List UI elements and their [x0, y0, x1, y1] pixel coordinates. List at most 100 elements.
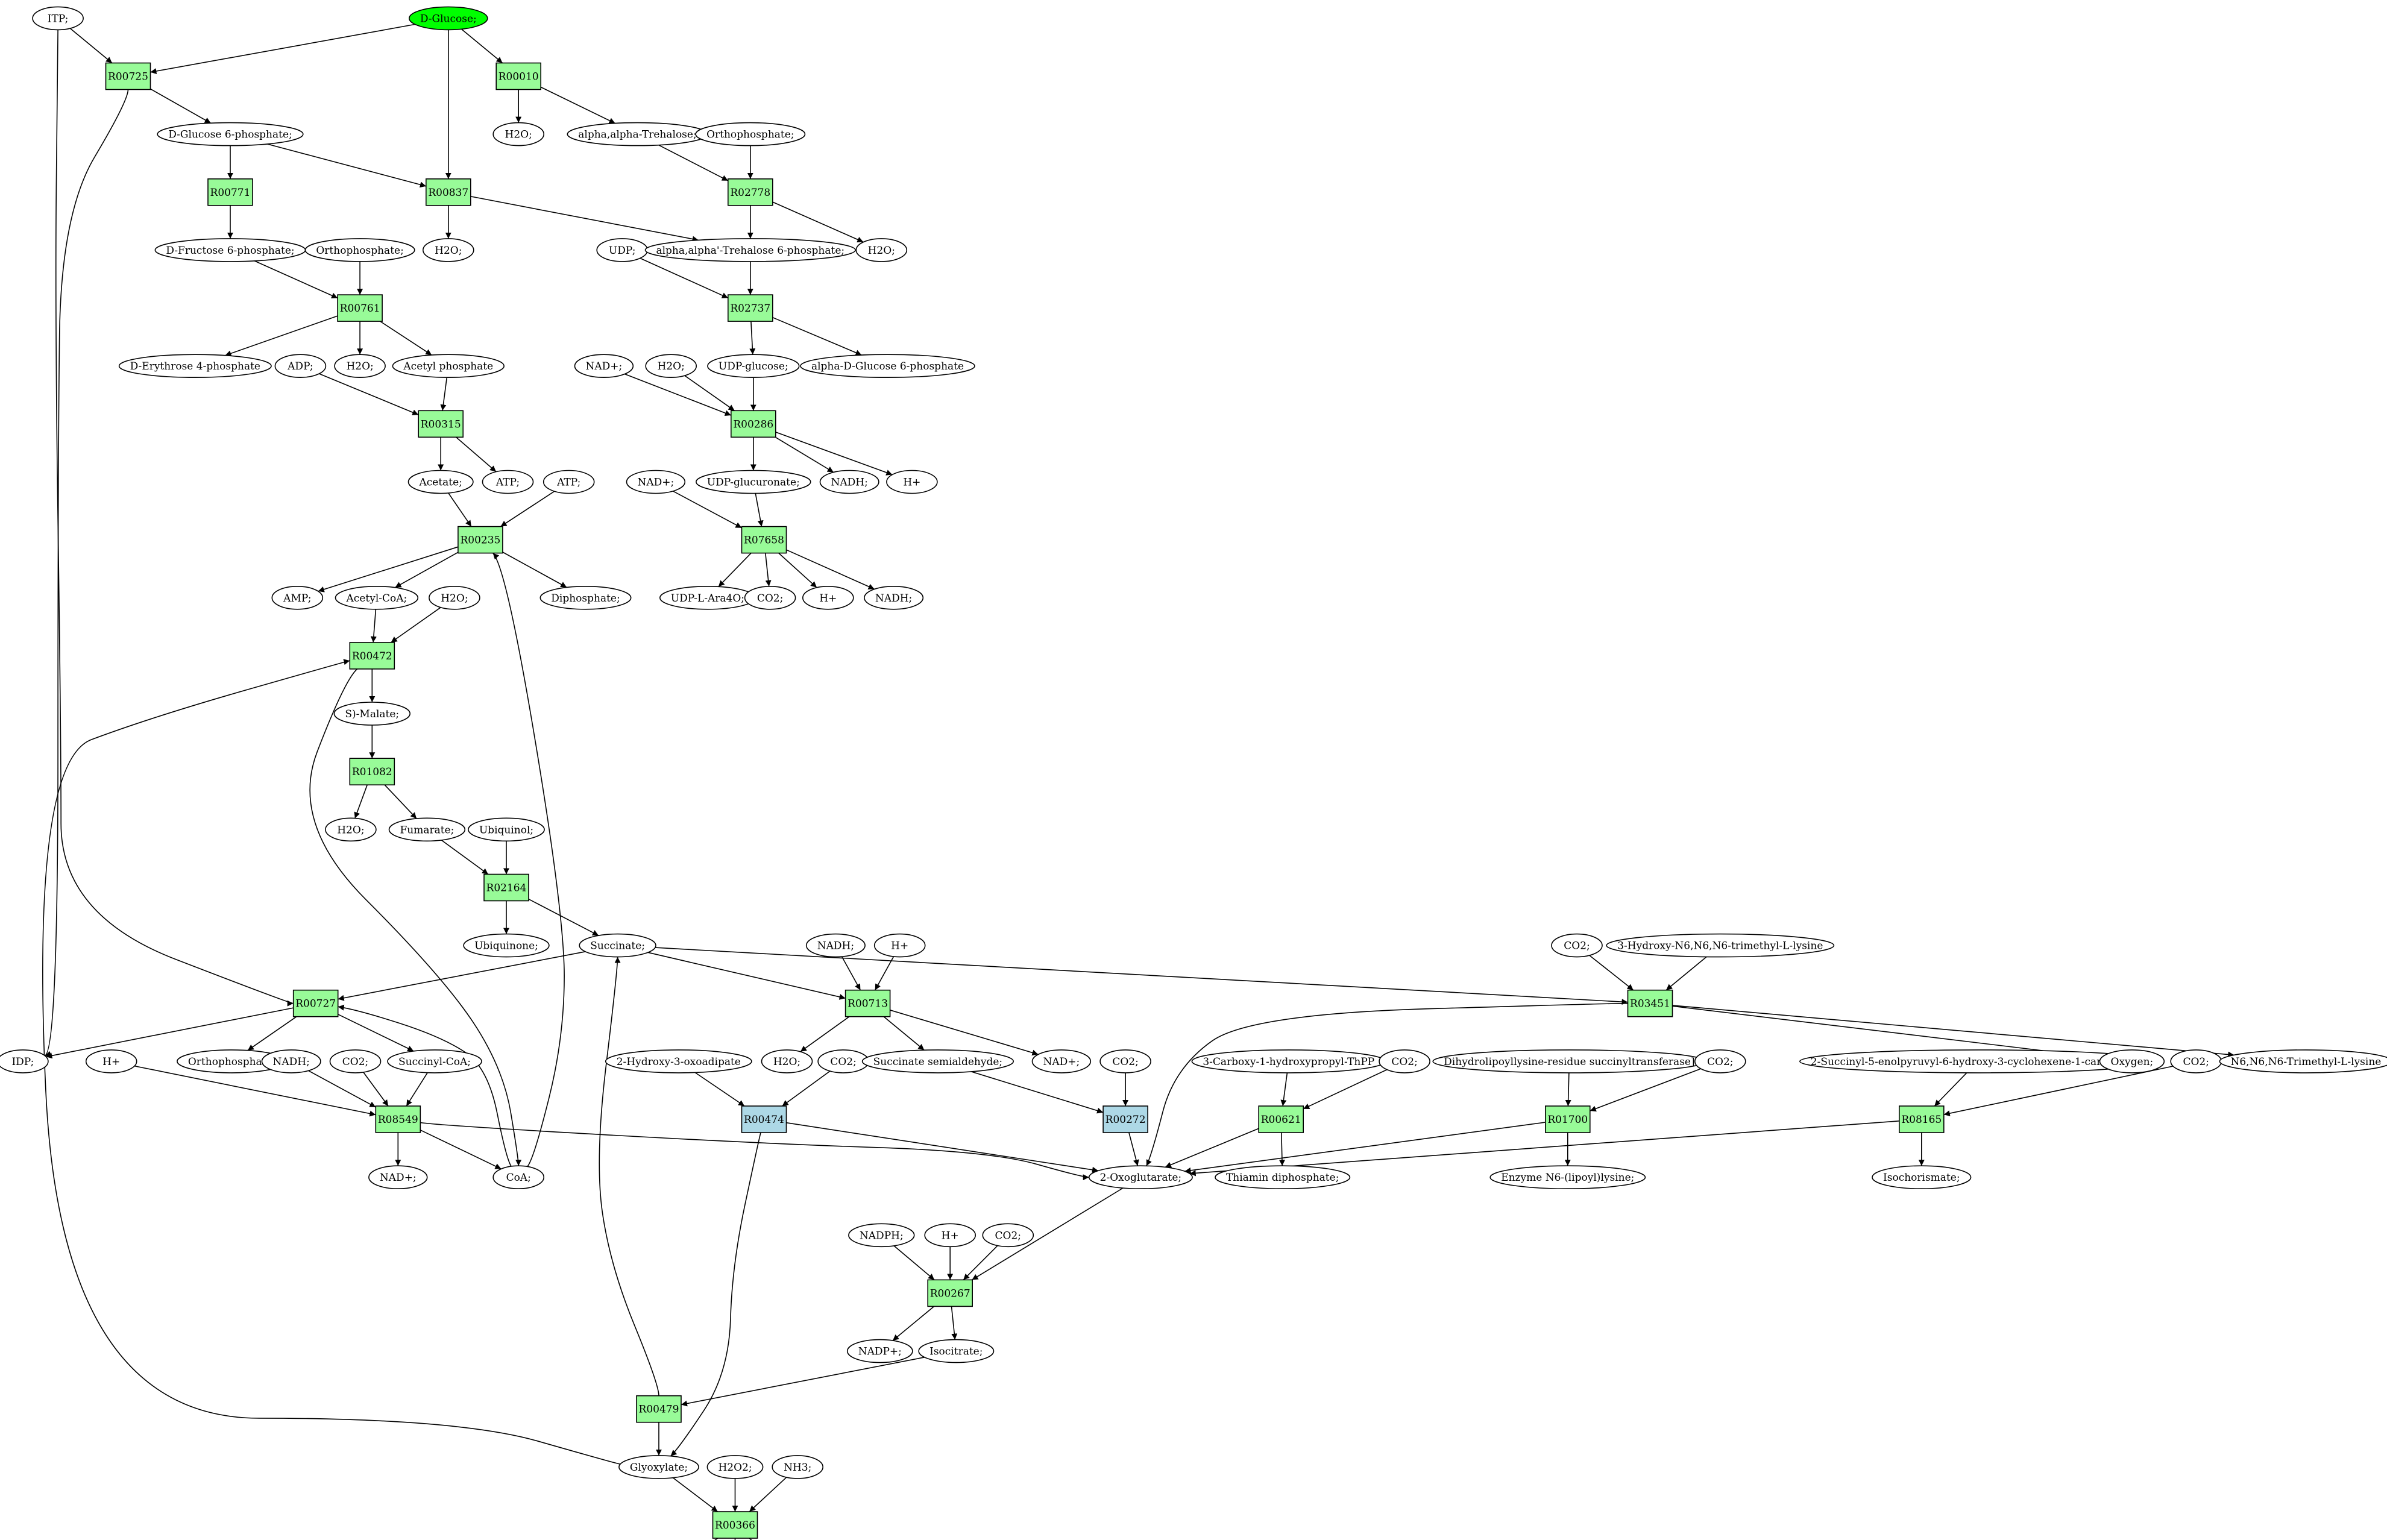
metabolite-node-h2o_5[interactable]: H2O; — [645, 354, 697, 379]
reaction-node-r00771[interactable]: R00771 — [207, 178, 253, 206]
reaction-node-r00837[interactable]: R00837 — [425, 178, 471, 206]
reaction-node-r07658[interactable]: R07658 — [741, 526, 787, 554]
reaction-node-r08165[interactable]: R08165 — [1899, 1105, 1945, 1133]
metabolite-node-oxygen_1[interactable]: Oxygen; — [2099, 1049, 2165, 1073]
metabolite-node-nh3[interactable]: NH3; — [772, 1455, 823, 1479]
metabolite-node-hplus_3[interactable]: H+ — [873, 933, 926, 958]
metabolite-node-t6p[interactable]: alpha,alpha'-Trehalose 6-phosphate; — [644, 238, 856, 262]
metabolite-node-h2o_8[interactable]: H2O; — [761, 1049, 813, 1073]
reaction-node-r02164[interactable]: R02164 — [483, 873, 529, 902]
metabolite-node-diphosphate[interactable]: Diphosphate; — [539, 585, 632, 610]
metabolite-node-co2_9[interactable]: CO2; — [982, 1223, 1034, 1248]
metabolite-node-adp[interactable]: ADP; — [274, 354, 327, 379]
metabolite-node-hplus_5[interactable]: H+ — [924, 1223, 976, 1248]
metabolite-node-g6p[interactable]: D-Glucose 6-phosphate; — [157, 122, 304, 146]
metabolite-node-orthophosphate_2[interactable]: Orthophosphate; — [304, 238, 415, 262]
reaction-node-r00267[interactable]: R00267 — [927, 1279, 973, 1307]
reaction-node-r01082[interactable]: R01082 — [349, 758, 395, 785]
metabolite-node-ubiquinol[interactable]: Ubiquinol; — [468, 817, 545, 842]
metabolite-node-trehalose[interactable]: alpha,alpha-Trehalose; — [567, 122, 708, 146]
reaction-node-r00479[interactable]: R00479 — [636, 1395, 682, 1423]
metabolite-node-h2o_3[interactable]: H2O; — [855, 238, 908, 262]
metabolite-node-h2o2[interactable]: H2O2; — [706, 1455, 764, 1479]
metabolite-node-acetylp[interactable]: Acetyl phosphate — [392, 354, 505, 379]
metabolite-node-h2o_2[interactable]: H2O; — [422, 238, 474, 262]
metabolite-node-h2o_7[interactable]: H2O; — [325, 817, 377, 842]
metabolite-node-idp[interactable]: IDP; — [0, 1049, 49, 1073]
metabolite-node-nadh_2[interactable]: NADH; — [864, 585, 924, 610]
reaction-node-r00761[interactable]: R00761 — [337, 294, 383, 322]
metabolite-node-dglucose[interactable]: D-Glucose; — [408, 6, 488, 31]
metabolite-node-itp[interactable]: ITP; — [32, 6, 84, 31]
metabolite-node-succsemi[interactable]: Succinate semialdehyde; — [861, 1049, 1014, 1073]
metabolite-node-glyoxylate[interactable]: Glyoxylate; — [618, 1455, 699, 1479]
metabolite-node-h2o_4[interactable]: H2O; — [334, 354, 386, 379]
metabolite-node-nadplus_3[interactable]: NAD+; — [1031, 1049, 1092, 1073]
metabolite-node-acetylcoa[interactable]: Acetyl-CoA; — [335, 585, 419, 610]
metabolite-node-adg6p[interactable]: alpha-D-Glucose 6-phosphate — [800, 354, 975, 379]
metabolite-node-hydroxytml[interactable]: 3-Hydroxy-N6,N6,N6-trimethyl-L-lysine — [1606, 933, 1835, 958]
metabolite-node-hydroxyoxoadipate[interactable]: 2-Hydroxy-3-oxoadipate — [605, 1049, 752, 1073]
metabolite-node-atp_1[interactable]: ATP; — [482, 470, 534, 494]
metabolite-node-udpara[interactable]: UDP-L-Ara4O; — [659, 585, 756, 610]
metabolite-node-amp[interactable]: AMP; — [271, 585, 324, 610]
metabolite-node-co2_1[interactable]: CO2; — [744, 585, 796, 610]
metabolite-node-co2_7[interactable]: CO2; — [1694, 1049, 1746, 1073]
metabolite-node-orthophosphate_1[interactable]: Orthophosphate; — [695, 122, 806, 146]
metabolite-node-udpglcu[interactable]: UDP-glucuronate; — [696, 470, 811, 494]
metabolite-node-acetate[interactable]: Acetate; — [407, 470, 474, 494]
metabolite-node-h2o_6[interactable]: H2O; — [429, 585, 480, 610]
reaction-node-r00272[interactable]: R00272 — [1102, 1105, 1148, 1133]
reaction-node-r08549[interactable]: R08549 — [375, 1105, 421, 1133]
metabolite-node-thiamin[interactable]: Thiamin diphosphate; — [1215, 1165, 1351, 1189]
metabolite-node-f6p[interactable]: D-Fructose 6-phosphate; — [154, 238, 306, 262]
metabolite-node-e4p[interactable]: D-Erythrose 4-phosphate — [118, 354, 272, 379]
reaction-node-r00366[interactable]: R00366 — [712, 1511, 758, 1539]
reaction-node-r00472[interactable]: R00472 — [349, 642, 395, 670]
metabolite-node-hplus_1[interactable]: H+ — [886, 470, 938, 494]
metabolite-node-succinate[interactable]: Succinate; — [579, 933, 656, 958]
metabolite-node-co2_2[interactable]: CO2; — [1551, 933, 1603, 958]
metabolite-node-nadph[interactable]: NADPH; — [848, 1223, 915, 1248]
reaction-node-r03451[interactable]: R03451 — [1627, 989, 1673, 1017]
reaction-node-r00235[interactable]: R00235 — [458, 526, 503, 554]
metabolite-node-tml[interactable]: N6,N6,N6-Trimethyl-L-lysine — [2219, 1049, 2387, 1073]
metabolite-node-carboxythpp[interactable]: 3-Carboxy-1-hydroxypropyl-ThPP — [1191, 1049, 1386, 1073]
metabolite-node-lipoyllysine[interactable]: Enzyme N6-(lipoyl)lysine; — [1489, 1165, 1646, 1189]
metabolite-node-co2_6[interactable]: CO2; — [1379, 1049, 1430, 1073]
reaction-node-r00010[interactable]: R00010 — [495, 62, 542, 90]
metabolite-node-isocitrate[interactable]: Isocitrate; — [918, 1339, 995, 1363]
metabolite-node-co2_3[interactable]: CO2; — [329, 1049, 382, 1073]
metabolite-node-nadh_4[interactable]: NADH; — [261, 1049, 321, 1073]
metabolite-node-dihydrolipoyl[interactable]: Dihydrolipoyllysine-residue succinyltran… — [1432, 1049, 1706, 1073]
reaction-node-r02737[interactable]: R02737 — [728, 294, 773, 322]
reaction-node-r00474[interactable]: R00474 — [741, 1105, 787, 1133]
reaction-node-r00621[interactable]: R00621 — [1258, 1105, 1304, 1133]
metabolite-node-nadplus_1[interactable]: NAD+; — [574, 354, 634, 379]
reaction-node-r00725[interactable]: R00725 — [105, 62, 151, 90]
metabolite-node-nadh_1[interactable]: NADH; — [819, 470, 879, 494]
metabolite-node-succinylcoa[interactable]: Succinyl-CoA; — [387, 1049, 482, 1073]
metabolite-node-sephchc[interactable]: 2-Succinyl-5-enolpyruvyl-6-hydroxy-3-cyc… — [1799, 1049, 2157, 1073]
reaction-node-r00315[interactable]: R00315 — [418, 410, 464, 438]
reaction-node-r00727[interactable]: R00727 — [292, 989, 339, 1017]
metabolite-node-ubiquinone[interactable]: Ubiquinone; — [463, 933, 550, 958]
metabolite-node-smalate[interactable]: S)-Malate; — [333, 702, 410, 726]
metabolite-node-udpglc[interactable]: UDP-glucose; — [707, 354, 800, 379]
metabolite-node-h2o_1[interactable]: H2O; — [492, 122, 545, 146]
metabolite-node-coa[interactable]: CoA; — [492, 1165, 545, 1189]
metabolite-node-nadplus_2[interactable]: NAD+; — [626, 470, 686, 494]
reaction-node-r01700[interactable]: R01700 — [1545, 1105, 1591, 1133]
reaction-node-r00713[interactable]: R00713 — [844, 989, 891, 1017]
metabolite-node-nadplus_4[interactable]: NAD+; — [368, 1165, 428, 1189]
metabolite-node-hplus_2[interactable]: H+ — [802, 585, 854, 610]
metabolite-node-fumarate[interactable]: Fumarate; — [388, 817, 466, 842]
metabolite-node-isochorismate[interactable]: Isochorismate; — [1872, 1165, 1972, 1189]
metabolite-node-udp[interactable]: UDP; — [596, 238, 648, 262]
reaction-node-r02778[interactable]: R02778 — [728, 178, 773, 206]
metabolite-node-co2_4[interactable]: CO2; — [817, 1049, 869, 1073]
metabolite-node-co2_8[interactable]: CO2; — [2170, 1049, 2222, 1073]
metabolite-node-oxoglutarate[interactable]: 2-Oxoglutarate; — [1088, 1165, 1193, 1189]
metabolite-node-nadh_3[interactable]: NADH; — [805, 933, 866, 958]
metabolite-node-hplus_4[interactable]: H+ — [85, 1049, 137, 1073]
